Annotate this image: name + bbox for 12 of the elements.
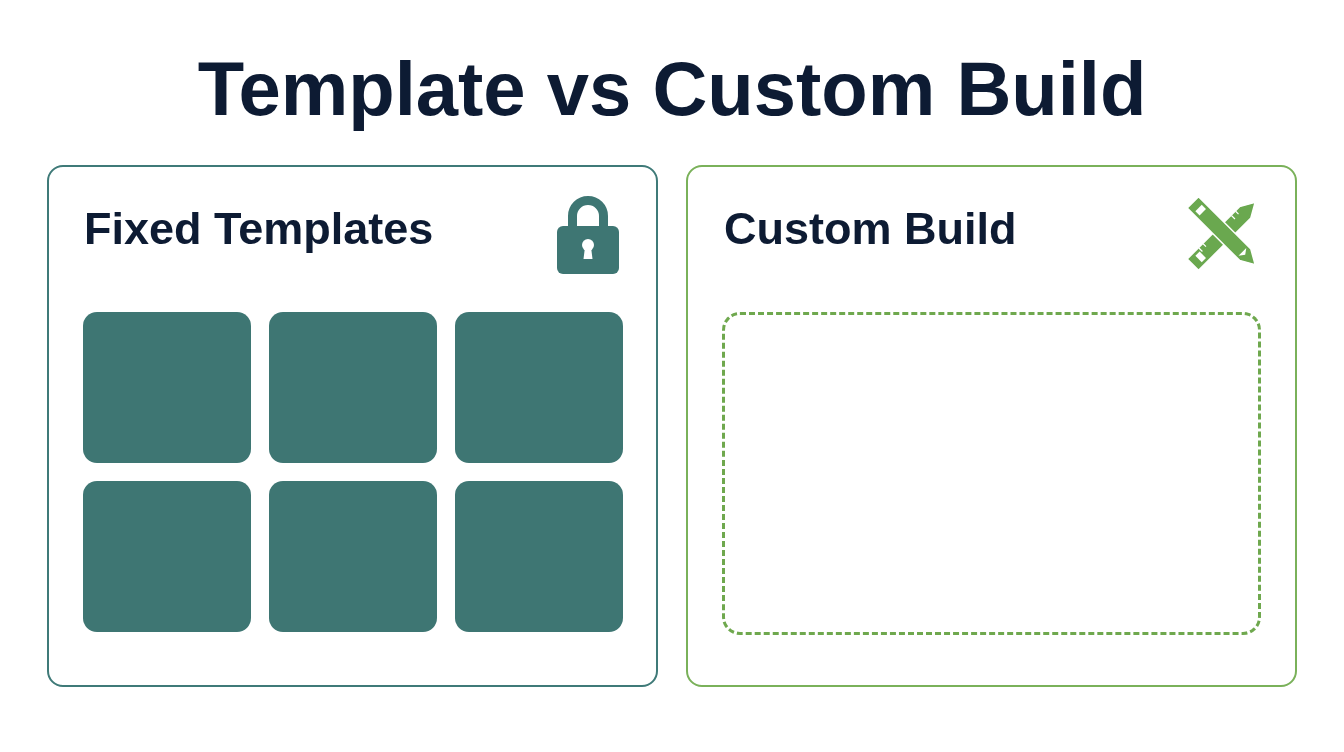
panel-heading: Fixed Templates [84,202,434,256]
template-tile [455,481,623,632]
template-tile [83,481,251,632]
comparison-panel [686,165,1297,687]
title: Template vs Custom Build [197,45,1147,133]
template-tile [455,312,623,463]
template-tile [269,481,437,632]
comparison-panel [47,165,658,687]
panel-heading: Custom Build [724,202,1017,256]
dashed-frame [722,312,1261,635]
template-tile [269,312,437,463]
template-tile [83,312,251,463]
